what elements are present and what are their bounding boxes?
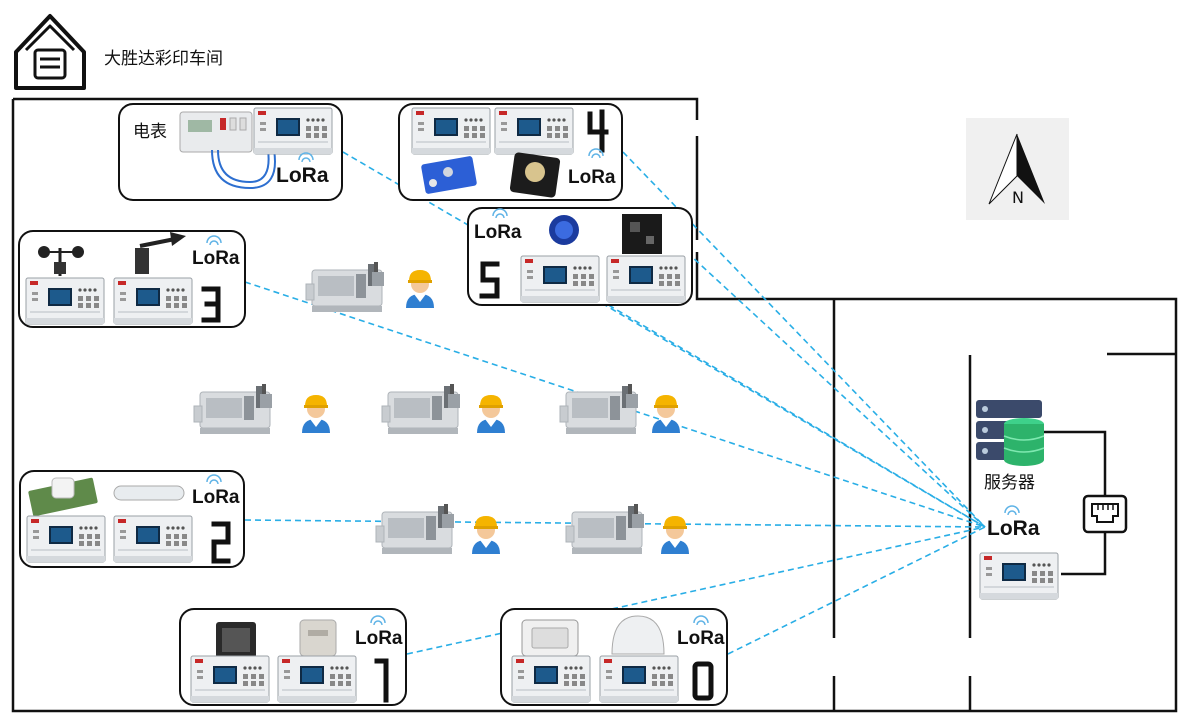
compass: N (966, 118, 1069, 220)
digit-3 (201, 286, 221, 323)
controller-box-icon (521, 619, 579, 657)
compass-letter: N (1012, 188, 1024, 207)
node-4-number: 4 (606, 145, 607, 147)
lora-logo: LoRa (474, 222, 522, 243)
lora-logo: LoRa (677, 628, 725, 649)
circuit-board-icon (622, 214, 662, 254)
house-icon (14, 14, 86, 90)
gateway-module (277, 655, 357, 703)
gateway-module (494, 107, 574, 155)
digit-4 (587, 109, 609, 153)
meter-node: 电表 LoRa (118, 103, 343, 201)
lora-logo: LoRa (192, 487, 240, 508)
digit-1 (374, 658, 389, 703)
gateway-module (511, 655, 591, 703)
gateway-module (411, 107, 491, 155)
gateway-module (253, 107, 333, 155)
gateway-module (26, 515, 106, 563)
air-sensor-board-icon (28, 477, 98, 517)
ethernet-port-icon (1082, 494, 1128, 534)
lora-logo: LoRa (355, 628, 403, 649)
gateway-module (979, 552, 1059, 600)
node-5: LoRa (467, 207, 693, 306)
dust-sensor-icon (216, 622, 256, 658)
lora-logo: LoRa (192, 248, 240, 269)
digit-2 (211, 521, 231, 564)
dome-sensor-icon (611, 615, 665, 655)
gateway-module (25, 277, 105, 325)
wind-vane-icon (135, 232, 186, 274)
digit-5 (479, 261, 500, 299)
machine-row-2 (193, 383, 680, 435)
button-sensor-icon (549, 215, 579, 245)
node-3: LoRa (18, 230, 246, 328)
electric-meter-icon (179, 111, 253, 153)
anemometer-icon (38, 246, 84, 276)
workshop-title: 大胜达彩印车间 (104, 49, 223, 69)
digit-0 (692, 661, 714, 701)
light-sensor-icon (509, 152, 561, 198)
temperature-probe-icon (113, 485, 185, 501)
gateway-module (606, 255, 686, 303)
meter-label: 电表 (133, 122, 167, 142)
server-label: 服务器 (984, 473, 1035, 493)
gateway-module (190, 655, 270, 703)
machine-row-3 (375, 503, 689, 555)
gateway-module (599, 655, 679, 703)
node-2: LoRa (19, 470, 245, 568)
lora-logo: LoRa (987, 517, 1040, 540)
machine-row-1 (305, 261, 434, 313)
gateway-module (113, 515, 193, 563)
server-icon (976, 400, 1045, 466)
node-1: LoRa (179, 608, 407, 706)
lora-logo: LoRa (568, 167, 616, 188)
node-4: LoRa 4 (398, 103, 623, 201)
gas-sensor-icon (299, 619, 337, 657)
gateway-module (520, 255, 600, 303)
node-0: LoRa (500, 608, 728, 706)
factory-walls (11, 97, 1178, 713)
gateway-module (113, 277, 193, 325)
lora-logo: LoRa (276, 164, 329, 187)
sensor-board-icon (421, 156, 477, 194)
ethernet-cable (1044, 430, 1107, 576)
